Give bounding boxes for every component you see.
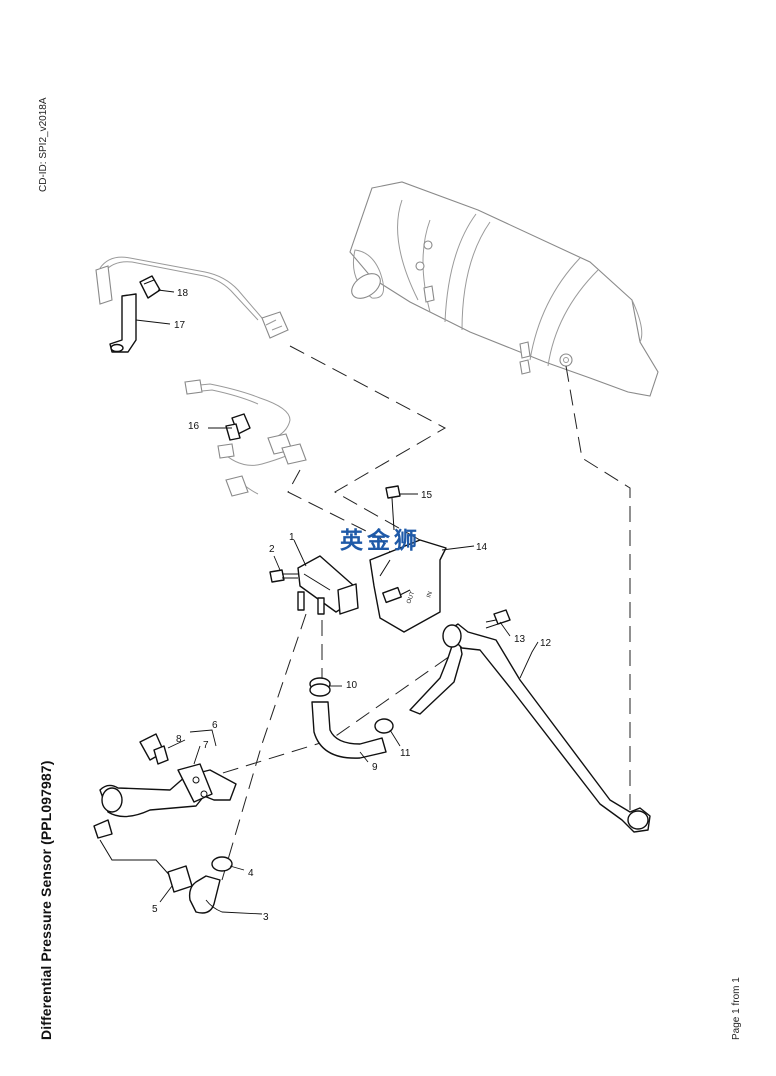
pipe-assembly-6 [93, 763, 237, 879]
hose-9 [311, 701, 387, 759]
callout-3: 3 [263, 912, 269, 923]
bolt-13 [485, 609, 511, 629]
clip-11 [374, 718, 394, 734]
upper-sensor-harness [95, 256, 289, 339]
particulate-filter-assembly [349, 181, 659, 397]
hose-3 [188, 875, 221, 914]
routing-dash-lines [199, 345, 631, 881]
differential-pressure-sensor-1 [297, 555, 359, 615]
callout-6: 6 [212, 720, 218, 731]
callout-4: 4 [248, 868, 254, 879]
callout-7: 7 [203, 740, 209, 751]
callout-17: 17 [174, 320, 186, 331]
clip-8 [139, 733, 169, 765]
fitting-5 [167, 865, 193, 893]
bracket-17 [109, 293, 137, 353]
bracket-in-mark: IN [426, 591, 434, 599]
bracket-14 [369, 539, 447, 633]
callout-10: 10 [346, 680, 358, 691]
callout-16: 16 [188, 421, 200, 432]
callout-9: 9 [372, 762, 378, 773]
harness-16 [184, 379, 307, 497]
callout-12: 12 [540, 638, 552, 649]
pipe-12 [409, 623, 651, 833]
clip-16 [225, 413, 251, 441]
callout-18: 18 [177, 288, 189, 299]
watermark: 英金狮 [340, 527, 421, 554]
callout-5: 5 [152, 904, 158, 915]
callout-1: 1 [289, 532, 295, 543]
callout-15: 15 [421, 490, 433, 501]
callout-13: 13 [514, 634, 526, 645]
callout-2: 2 [269, 544, 275, 555]
callout-leaders [135, 289, 539, 915]
callout-11: 11 [400, 748, 411, 759]
callout-14: 14 [476, 542, 488, 553]
clip-18 [139, 275, 161, 299]
bolt-15 [385, 485, 401, 531]
callout-8: 8 [176, 734, 182, 745]
clip-10 [309, 677, 331, 697]
screw-2 [269, 569, 298, 583]
bracket-out-mark: OUT [406, 590, 416, 604]
clip-4 [211, 856, 233, 872]
